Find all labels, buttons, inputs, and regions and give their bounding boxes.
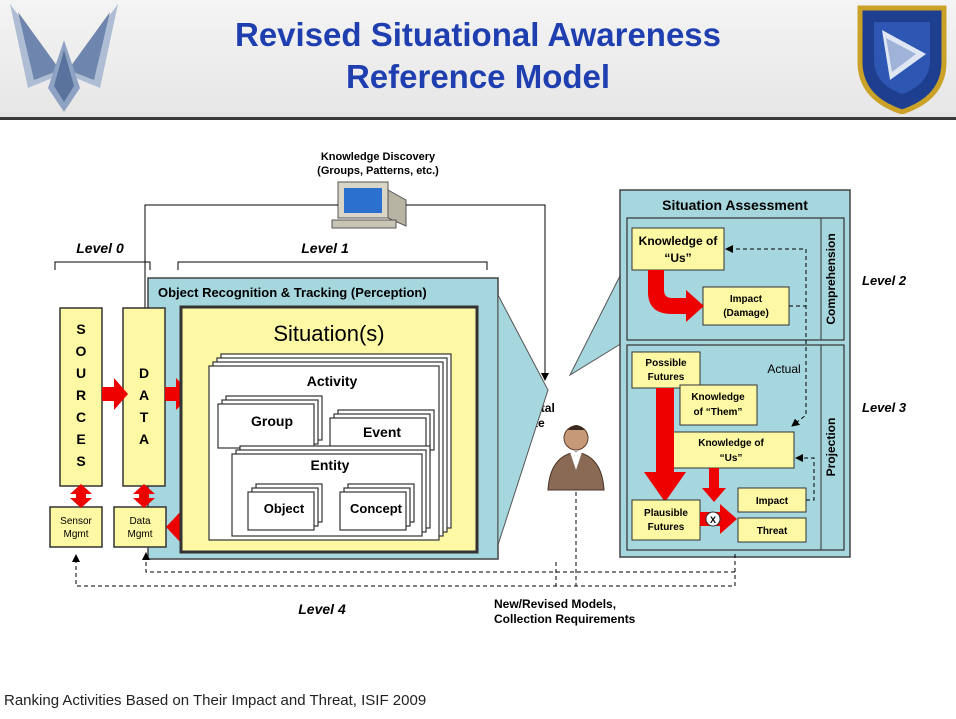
sensor-mgmt-box xyxy=(49,506,103,548)
air-force-wings-logo xyxy=(10,4,118,112)
actual-label: Actual xyxy=(767,362,800,376)
data-mgmt-box xyxy=(113,506,167,548)
level0-label: Level 0 xyxy=(76,240,124,256)
group-stack xyxy=(217,395,323,449)
knowledge-of-us-line2: “Us” xyxy=(664,251,691,265)
situation-assessment-title: Situation Assessment xyxy=(662,197,808,213)
level4-label: Level 4 xyxy=(298,601,346,617)
impact-damage-line2: (Damage) xyxy=(723,308,769,319)
data-mgmt-line2: Mgmt xyxy=(128,529,153,540)
x-mark-label: X xyxy=(710,515,716,525)
level2-label: Level 2 xyxy=(862,273,907,288)
knowledge-of-them-line1: Knowledge xyxy=(691,392,745,403)
impact-label: Impact xyxy=(756,496,789,507)
arrow-data-to-situations xyxy=(165,378,192,410)
knowledge-discovery-line1: Knowledge Discovery xyxy=(321,151,436,163)
object-stack xyxy=(247,483,323,531)
perception-title: Object Recognition & Tracking (Perceptio… xyxy=(158,285,427,300)
impact-box xyxy=(737,487,807,513)
data-letter: D xyxy=(139,365,149,381)
arrow-knowledge-to-impact xyxy=(648,270,704,322)
comprehension-label: Comprehension xyxy=(824,233,838,324)
group-label: Group xyxy=(251,413,293,429)
arrow-sources-to-data xyxy=(102,378,128,410)
arrow-us-down xyxy=(702,468,726,502)
new-models-line1: New/Revised Models, xyxy=(494,597,616,611)
possible-futures-line1: Possible xyxy=(645,358,687,369)
sources-letter: O xyxy=(76,343,87,359)
new-models-line2: Collection Requirements xyxy=(494,612,636,626)
sources-letter: C xyxy=(76,409,86,425)
sensor-mgmt-line1: Sensor xyxy=(60,516,92,527)
arrow-possible-to-plausible xyxy=(644,388,686,502)
knowledge-discovery-line2: (Groups, Patterns, etc.) xyxy=(317,165,439,177)
footer-citation: Ranking Activities Based on Their Impact… xyxy=(4,692,427,709)
sources-letters: S O U R C E S xyxy=(76,321,87,469)
level1-label: Level 1 xyxy=(301,240,349,256)
plausible-futures-line2: Futures xyxy=(648,522,685,533)
threat-label: Threat xyxy=(757,526,788,537)
level1-bracket xyxy=(177,261,488,270)
sources-letter: S xyxy=(76,321,85,337)
dashed-feedback-actual xyxy=(791,249,807,427)
impact-damage-line1: Impact xyxy=(730,294,763,305)
sensor-mgmt-line2: Mgmt xyxy=(64,529,89,540)
situational-awareness-diagram: Knowledge Discovery (Groups, Patterns, e… xyxy=(49,151,907,626)
dashed-feedback-lower xyxy=(795,454,815,501)
knowledge-of-us-2-box xyxy=(667,431,795,469)
arrow-sources-mgmt xyxy=(70,484,92,508)
projection-label: Projection xyxy=(824,418,838,477)
entity-label: Entity xyxy=(311,457,350,473)
discovery-line-left xyxy=(144,204,338,318)
research-lab-shield-logo xyxy=(857,5,947,114)
x-combine-icon xyxy=(705,511,721,527)
title-line-2: Reference Model xyxy=(345,58,611,95)
dashed-loop-inner xyxy=(142,552,735,573)
possible-futures-box xyxy=(631,351,701,389)
concept-stack xyxy=(339,483,415,531)
dashed-loop-bottom xyxy=(72,554,736,587)
data-letter: T xyxy=(140,409,149,425)
data-letter: A xyxy=(139,387,149,403)
plausible-futures-box xyxy=(631,499,701,541)
possible-futures-line2: Futures xyxy=(648,372,685,383)
activity-label: Activity xyxy=(307,373,358,389)
impact-damage-box xyxy=(702,286,790,326)
knowledge-of-us-line1: Knowledge of xyxy=(639,234,719,248)
knowledge-of-them-line2: of “Them” xyxy=(694,407,743,418)
person-icon xyxy=(547,425,605,491)
arrow-data-mgmt xyxy=(133,484,155,508)
callout-wedge-lower xyxy=(497,294,549,546)
concept-label: Concept xyxy=(350,501,403,516)
situations-label: Situation(s) xyxy=(273,321,384,346)
callout-wedge-upper xyxy=(568,261,628,377)
sources-letter: E xyxy=(76,431,85,447)
data-letter: A xyxy=(139,431,149,447)
plausible-futures-line1: Plausible xyxy=(644,508,688,519)
knowledge-of-us-2-line2: “Us” xyxy=(720,453,743,464)
header-bar xyxy=(0,0,956,118)
data-mgmt-line1: Data xyxy=(129,516,151,527)
title-line-1: Revised Situational Awareness xyxy=(234,16,722,53)
data-letters: D A T A xyxy=(139,365,149,447)
knowledge-of-us-2-line1: Knowledge of xyxy=(698,438,764,449)
level3-label: Level 3 xyxy=(862,400,907,415)
computer-icon xyxy=(331,181,407,229)
discovery-line-right xyxy=(406,204,549,381)
header-divider xyxy=(0,117,956,120)
level0-bracket xyxy=(54,261,151,270)
sources-letter: R xyxy=(76,387,86,403)
threat-box xyxy=(737,517,807,543)
sources-letter: S xyxy=(76,453,85,469)
object-label: Object xyxy=(264,501,305,516)
knowledge-of-them-box xyxy=(679,384,758,426)
knowledge-of-us-box xyxy=(631,227,725,271)
page-title: Revised Situational Awareness Reference … xyxy=(160,14,796,98)
event-label: Event xyxy=(363,424,401,440)
sources-letter: U xyxy=(76,365,86,381)
